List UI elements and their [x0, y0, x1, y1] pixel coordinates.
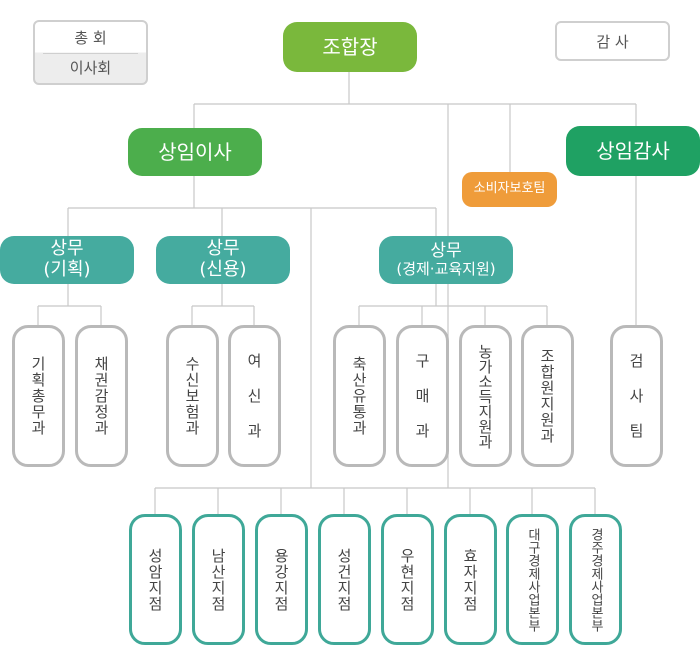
general-meeting-board-box: 총 회 이사회 — [33, 20, 148, 85]
dept-purchasing: 구 매 과 — [396, 325, 449, 467]
dept-purchasing-label: 구 매 과 — [413, 353, 431, 439]
branch-hyoja: 효자지점 — [444, 514, 497, 645]
branch-gyeongju-hq-label: 경주경제사업본부 — [588, 527, 603, 632]
branch-uhyeon: 우현지점 — [381, 514, 434, 645]
dept-bond-audit-label: 채권감정과 — [92, 356, 110, 436]
branch-uhyeon-label: 우현지점 — [398, 547, 416, 612]
dept-farm-income: 농가소득지원과 — [459, 325, 512, 467]
division-credit-node: 상무 (신용) — [156, 236, 290, 284]
division-economy-node: 상무 (경제·교육지원) — [379, 236, 513, 284]
dept-inspection-label: 검 사 팀 — [627, 353, 645, 439]
board-label: 이사회 — [69, 59, 112, 78]
branch-daegu-hq: 대구경제사업본부 — [506, 514, 559, 645]
managing-director-node: 상임이사 — [128, 128, 262, 176]
general-meeting-label: 총 회 — [74, 28, 107, 47]
branch-yonggang: 용강지점 — [255, 514, 308, 645]
dept-loans-label: 여 신 과 — [245, 353, 263, 439]
dept-deposit-insurance: 수신보험과 — [166, 325, 219, 467]
president-label: 조합장 — [322, 34, 378, 59]
branch-hyoja-label: 효자지점 — [461, 547, 479, 612]
auditor-label: 감 사 — [596, 32, 629, 51]
branch-seongam: 성암지점 — [129, 514, 182, 645]
divider — [43, 52, 138, 54]
branch-seonggeon-label: 성건지점 — [335, 547, 353, 612]
division-planning-sub: (기획) — [43, 259, 91, 280]
branch-seonggeon: 성건지점 — [318, 514, 371, 645]
division-planning-node: 상무 (기획) — [0, 236, 134, 284]
managing-director-label: 상임이사 — [158, 139, 232, 164]
division-economy-sub: (경제·교육지원) — [396, 260, 496, 279]
division-credit-title: 상무 — [206, 238, 240, 260]
branch-yonggang-label: 용강지점 — [272, 547, 290, 612]
consumer-protection-team-label: 소비자보호팀 — [473, 181, 546, 197]
dept-member-support-label: 조합원지원과 — [538, 348, 556, 444]
division-credit-sub: (신용) — [199, 259, 247, 280]
branch-seongam-label: 성암지점 — [146, 547, 164, 612]
dept-livestock-label: 축산유통과 — [350, 356, 368, 436]
auditor-box: 감 사 — [555, 21, 670, 61]
dept-farm-income-label: 농가소득지원과 — [476, 343, 494, 449]
dept-inspection: 검 사 팀 — [610, 325, 663, 467]
branch-daegu-hq-label: 대구경제사업본부 — [525, 527, 540, 632]
dept-deposit-insurance-label: 수신보험과 — [183, 356, 201, 436]
dept-livestock: 축산유통과 — [333, 325, 386, 467]
dept-planning-general-label: 기획총무과 — [29, 356, 47, 436]
dept-member-support: 조합원지원과 — [521, 325, 574, 467]
dept-loans: 여 신 과 — [228, 325, 281, 467]
managing-auditor-label: 상임감사 — [596, 138, 670, 163]
dept-bond-audit: 채권감정과 — [75, 325, 128, 467]
division-economy-title: 상무 — [430, 240, 462, 261]
division-planning-title: 상무 — [50, 238, 84, 260]
branch-gyeongju-hq: 경주경제사업본부 — [569, 514, 622, 645]
branch-namsan-label: 남산지점 — [209, 547, 227, 612]
consumer-protection-team-node: 소비자보호팀 — [462, 172, 557, 207]
managing-auditor-node: 상임감사 — [566, 126, 700, 176]
dept-planning-general: 기획총무과 — [12, 325, 65, 467]
branch-namsan: 남산지점 — [192, 514, 245, 645]
president-node: 조합장 — [283, 22, 417, 72]
